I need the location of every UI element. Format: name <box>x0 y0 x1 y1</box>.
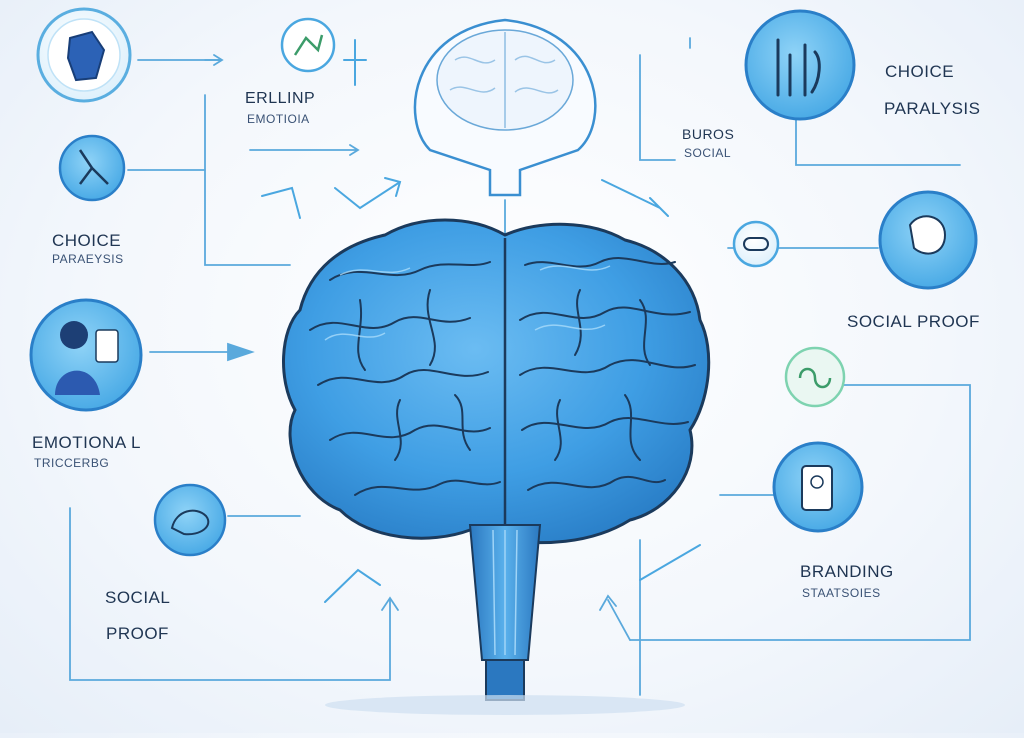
label-parareysis: PARAEYSIS <box>52 252 124 266</box>
label-social-small: SOCIAL <box>684 146 732 160</box>
hand-icon <box>36 7 132 103</box>
brain-stem <box>325 524 685 715</box>
product-icon <box>772 441 864 533</box>
label-strategies: STAATSOIES <box>802 586 881 600</box>
heart-hand-icon <box>878 190 978 290</box>
pill-icon <box>732 220 780 268</box>
wave-icon <box>58 134 126 202</box>
hands-icon <box>153 483 227 557</box>
label-emotional: EMOTIONA L <box>32 433 141 452</box>
label-branding: BRANDING <box>800 562 894 581</box>
pointer-arrows <box>261 39 701 603</box>
label-eriling: ERLLINP <box>245 90 316 107</box>
label-social-proof: SOCIAL PROOF <box>847 312 980 331</box>
label-choice-left: CHOICE <box>52 231 122 250</box>
main-brain <box>282 218 711 545</box>
label-emotioa: EMOTIOIA <box>247 112 310 126</box>
top-brain-outline <box>413 18 597 197</box>
label-triggers: TRICCERBG <box>34 456 110 470</box>
label-choice-right: CHOICE <box>885 62 955 81</box>
label-paralysis: PARALYSIS <box>884 99 981 118</box>
label-buros: BUROS <box>682 126 735 142</box>
chain-icon <box>784 346 846 408</box>
label-proof-left: PROOF <box>106 624 169 643</box>
figures-icon <box>744 9 856 121</box>
label-social-left: SOCIAL <box>105 588 171 607</box>
person-drinking-icon <box>29 298 143 412</box>
chart-icon <box>280 17 336 73</box>
